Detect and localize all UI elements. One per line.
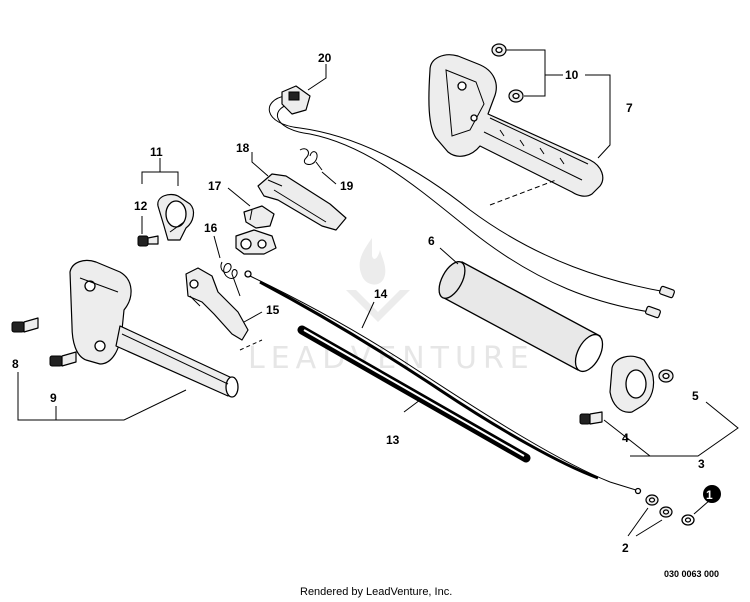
leader-7-dash <box>489 179 557 206</box>
leader-15 <box>243 311 263 323</box>
leader-6 <box>439 247 459 265</box>
callout-4[interactable]: 4 <box>622 431 629 445</box>
part-throttle-trigger[interactable] <box>185 267 249 341</box>
leader-1 <box>693 499 711 515</box>
part-lockout-lever[interactable] <box>257 173 347 231</box>
callout-18[interactable]: 18 <box>236 141 250 155</box>
callout-15[interactable]: 15 <box>266 303 280 317</box>
callout-5[interactable]: 5 <box>692 389 699 403</box>
watermark-logo <box>346 238 410 322</box>
callout-10[interactable]: 10 <box>565 68 579 82</box>
part-ring-1[interactable] <box>681 514 695 526</box>
callout-6[interactable]: 6 <box>428 234 435 248</box>
part-screw-4[interactable] <box>579 411 603 425</box>
part-nut-5[interactable] <box>658 369 674 383</box>
part-nut-2b[interactable] <box>659 506 673 518</box>
callout-16[interactable]: 16 <box>204 221 218 235</box>
callout-11[interactable]: 11 <box>150 145 163 159</box>
footer-credit: Rendered by LeadVenture, Inc. <box>300 586 452 598</box>
leader-8-9 <box>17 372 187 421</box>
leader-14 <box>361 301 375 329</box>
callout-2[interactable]: 2 <box>622 541 629 555</box>
callout-1-badge <box>703 485 721 503</box>
leader-20 <box>307 64 327 91</box>
callout-8[interactable]: 8 <box>12 357 19 371</box>
leader-18 <box>251 152 269 177</box>
part-screw-12[interactable] <box>137 235 159 247</box>
leader-13 <box>403 399 421 413</box>
callout-20[interactable]: 20 <box>318 51 332 65</box>
part-hanger-clamp[interactable] <box>609 355 655 413</box>
part-handle[interactable] <box>428 54 604 197</box>
callout-12[interactable]: 12 <box>134 199 148 213</box>
watermark-text: LEADVENTURE <box>248 341 535 376</box>
part-drive-tube[interactable] <box>297 325 531 463</box>
part-nut-2a[interactable] <box>645 494 659 506</box>
part-clamp[interactable] <box>157 193 195 241</box>
callout-14[interactable]: 14 <box>374 287 388 301</box>
part-throttle-lock[interactable] <box>243 205 275 229</box>
part-spring-19[interactable] <box>299 148 323 171</box>
leader-17 <box>227 187 251 207</box>
leader-11 <box>141 158 179 186</box>
part-wire-harness[interactable] <box>268 85 675 319</box>
part-screw-8[interactable] <box>11 317 39 333</box>
callout-19[interactable]: 19 <box>340 179 354 193</box>
leader-3-4-5 <box>603 401 739 457</box>
leader-10 <box>506 49 546 97</box>
part-spring-16[interactable] <box>220 261 241 297</box>
callout-17[interactable]: 17 <box>208 179 222 193</box>
drawing-code: 030 0063 000 <box>664 569 719 579</box>
callout-1[interactable]: 1 <box>706 488 713 502</box>
part-shaft-9[interactable] <box>115 325 239 398</box>
callout-3[interactable]: 3 <box>698 457 705 471</box>
part-nut-10b[interactable] <box>508 89 524 103</box>
part-nut-10a[interactable] <box>491 43 507 57</box>
part-throttle-cable[interactable] <box>244 270 642 495</box>
callout-7[interactable]: 7 <box>626 101 633 115</box>
leader-2 <box>627 507 663 537</box>
part-foam-grip[interactable] <box>434 258 608 376</box>
callout-9[interactable]: 9 <box>50 391 57 405</box>
callout-13[interactable]: 13 <box>386 433 400 447</box>
part-throttle-link[interactable] <box>235 229 277 255</box>
part-handle-housing[interactable] <box>69 259 132 365</box>
leader-7 <box>585 74 611 159</box>
part-screw-9[interactable] <box>49 351 77 367</box>
leader-16 <box>213 235 221 259</box>
leader-19 <box>321 171 337 185</box>
